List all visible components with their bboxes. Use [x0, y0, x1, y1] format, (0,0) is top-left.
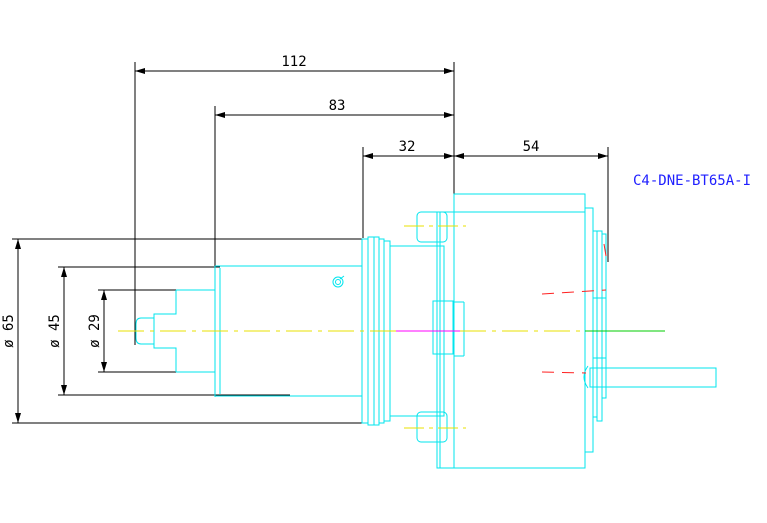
dim-54: 54: [454, 139, 609, 262]
dimension-lines: 112 83 32 54: [1, 54, 609, 424]
dim-54-label: 54: [523, 139, 540, 155]
dim-83: 83: [214, 98, 454, 268]
dim-dia-65: ø 65: [1, 238, 367, 424]
dim-32: 32: [362, 139, 454, 238]
dim-dia-65-label: ø 65: [1, 314, 17, 348]
dim-32-label: 32: [399, 139, 416, 155]
dim-83-label: 83: [329, 98, 346, 114]
end-cap: [584, 207, 607, 453]
dim-112: 112: [134, 54, 455, 345]
dim-dia-45-label: ø 45: [47, 314, 63, 348]
output-shaft: [583, 365, 717, 389]
dim-dia-29-label: ø 29: [87, 314, 103, 348]
hidden-lines: [541, 243, 607, 374]
mount-plate: [390, 211, 454, 443]
part-label: C4-DNE-BT65A-I: [633, 173, 751, 189]
dim-dia-45: ø 45: [47, 266, 290, 396]
dim-112-label: 112: [281, 54, 306, 70]
center-lines: [118, 225, 665, 429]
